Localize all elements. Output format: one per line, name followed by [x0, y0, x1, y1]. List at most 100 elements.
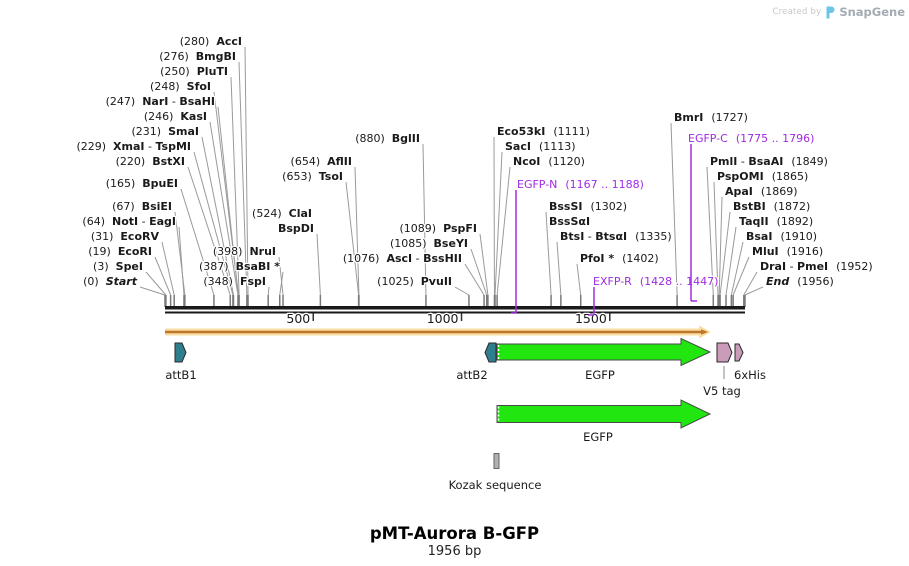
site-label-PfoI: PfoI *(1402): [580, 252, 659, 265]
leader-line-NruI: [278, 256, 284, 296]
leader-line-PvuII: [454, 286, 470, 296]
leader-line-PspFI: [479, 233, 489, 296]
feature-EGFP-2: [496, 399, 712, 429]
leader-line-PspOMI: [713, 181, 719, 296]
feature-Kozak-sequence: [493, 453, 500, 469]
site-label-BmrI: BmrI(1727): [674, 111, 748, 124]
site-label-NruI: (398)NruI: [213, 245, 276, 258]
leader-line-SpeI: [145, 271, 167, 296]
site-label-PspOMI: PspOMI(1865): [717, 170, 808, 183]
leader-line-BstXI: [187, 166, 231, 296]
site-label-SfoI: (248)SfoI: [150, 80, 211, 93]
site-label-BmgBI: (276)BmgBI: [159, 50, 236, 63]
leader-line-TaqII: [725, 226, 737, 296]
leader-line-MluI: [732, 256, 750, 296]
feature-V5-tag: [716, 342, 733, 363]
leader-line-SacI: [494, 151, 503, 296]
orf-arrow-inner: [165, 329, 708, 335]
leader-line-NcoI: [496, 166, 511, 296]
site-label-XmaI: (229)XmaI - TspMI: [76, 140, 191, 153]
leader-line-AscI: [464, 263, 485, 296]
site-label-PvuII: (1025)PvuII: [377, 275, 452, 288]
site-label-ApaI: ApaI(1869): [725, 185, 797, 198]
leader-line-KasI: [209, 121, 239, 296]
site-label-SmaI: (231)SmaI: [132, 125, 200, 138]
leader-line-BmrI: [670, 122, 678, 296]
site-label-AccI: (280)AccI: [180, 35, 242, 48]
site-label-Start: (0)Start: [83, 275, 138, 288]
leader-line-BspDI: [316, 233, 321, 296]
site-label-FspI: (348)FspI: [203, 275, 266, 288]
leader-line-BstBI: [719, 211, 731, 296]
primer-label-EGFP-N: EGFP-N(1167 .. 1188): [517, 178, 644, 191]
scale-tick-label-500: 500: [286, 311, 310, 326]
site-label-TaqII: TaqII(1892): [739, 215, 813, 228]
site-label-SpeI: (3)SpeI: [93, 260, 143, 273]
site-label-BsaBI: (387)BsaBI *: [199, 260, 280, 273]
site-label-PmlI: PmlI - BsaAI(1849): [710, 155, 828, 168]
feature-label-Kozak-sequence: Kozak sequence: [449, 478, 542, 492]
feature-attB2: [484, 342, 497, 363]
feature-attB1: [174, 342, 187, 363]
leader-line-PluTI: [230, 76, 240, 296]
primer-label-EXFP-R: EXFP-R(1428 .. 1447): [593, 275, 718, 288]
leader-line-PfoI: [576, 263, 582, 296]
leader-line-BssSI: [545, 211, 552, 296]
feature-label-EGFP-2: EGFP: [583, 430, 613, 444]
site-label-BpuEI: (165)BpuEI: [106, 177, 178, 190]
site-label-PluTI: (250)PluTI: [160, 65, 228, 78]
site-label-BssSI: BssSI(1302): [549, 200, 627, 213]
site-label-EcoRV: (31)EcoRV: [91, 230, 160, 243]
leader-line-SmaI: [201, 136, 234, 296]
scale-tick-label-1500: 1500: [575, 311, 607, 326]
site-label-ClaI: (524)ClaI: [252, 207, 312, 220]
site-label-BssSαI: BssSαI: [549, 215, 590, 228]
leader-line-BtsI: [556, 241, 562, 296]
site-label-BsaI: BsaI(1910): [746, 230, 817, 243]
plasmid-length: 1956 bp: [427, 544, 482, 559]
title-block: pMT-Aurora B-GFP 1956 bp: [0, 524, 909, 559]
site-label-MluI: MluI(1916): [752, 245, 823, 258]
sequence-bar-bottom: [165, 311, 745, 314]
feature-EGFP-1: [496, 337, 712, 367]
site-label-BstXI: (220)BstXI: [116, 155, 185, 168]
leader-line-DraI: [743, 271, 758, 296]
sequence-bar-top: [165, 306, 745, 310]
leader-line-BsaI: [730, 241, 744, 296]
leader-line-TsoI: [345, 181, 360, 296]
scale-tick-label-1000: 1000: [427, 311, 459, 326]
feature-label-attB1: attB1: [165, 368, 196, 382]
leader-line-ApaI: [718, 196, 723, 296]
leader-line-AflII: [354, 166, 360, 296]
site-label-BglII: (880)BglII: [355, 132, 420, 145]
leader-line-FspI: [267, 286, 270, 296]
watermark: Created by SnapGene: [773, 5, 905, 19]
leader-line-BpuEI: [180, 188, 215, 296]
site-label-KasI: (246)KasI: [144, 110, 207, 123]
feature-label-attB2: attB2: [456, 368, 487, 382]
feature-6xHis: [734, 343, 744, 362]
site-label-SacI: SacI(1113): [505, 140, 576, 153]
site-label-PspFI: (1089)PspFI: [400, 222, 477, 235]
leader-line-XmaI: [193, 151, 234, 296]
site-label-AflII: (654)AflII: [291, 155, 352, 168]
leader-line-End: [744, 286, 764, 296]
site-label-NotI: (64)NotI - EagI: [82, 215, 176, 228]
leader-line-EcoRV: [161, 241, 175, 296]
site-label-TsoI: (653)TsoI: [282, 170, 343, 183]
site-label-BstBI: BstBI(1872): [733, 200, 810, 213]
leader-line-AccI: [244, 46, 249, 296]
feature-label-EGFP-1: EGFP: [585, 368, 615, 382]
primer-label-EGFP-C: EGFP-C(1775 .. 1796): [688, 132, 814, 145]
site-label-DraI: DraI - PmeI(1952): [760, 260, 873, 273]
leader-line-BmgBI: [238, 61, 248, 296]
leader-line-NarI: [217, 106, 239, 296]
site-label-AscI: (1076)AscI - BssHII: [343, 252, 462, 265]
site-label-NarI: (247)NarI - BsaHI: [106, 95, 215, 108]
leader-line-NotI: [178, 226, 185, 296]
watermark-brand-label: SnapGene: [839, 5, 905, 19]
watermark-created-by-label: Created by: [772, 7, 822, 17]
site-label-BsiEI: (67)BsiEI: [112, 200, 172, 213]
